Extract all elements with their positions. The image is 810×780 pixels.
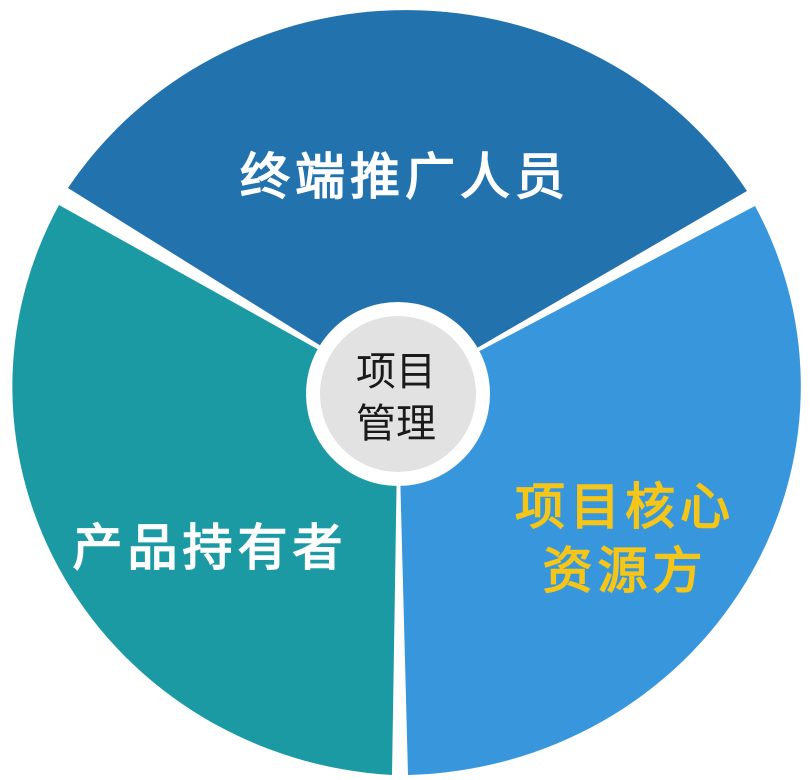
segment-left xyxy=(12,205,398,775)
segment-right xyxy=(398,206,801,775)
segment-left-label: 产品持有者 xyxy=(72,519,348,577)
hub-label: 项目 管理 xyxy=(318,320,474,476)
hub-circle xyxy=(320,316,476,472)
segment-top xyxy=(68,10,747,395)
hub-label-line2: 管理 xyxy=(356,401,436,447)
segment-right-label: 项目核心 资源方 xyxy=(480,475,770,603)
segment-right-label-line1: 项目核心 xyxy=(515,478,735,536)
segment-right-label-line2: 资源方 xyxy=(542,542,708,600)
segment-top-label: 终端推广人员 xyxy=(240,148,570,206)
hub-label-line1: 项目 xyxy=(356,349,436,395)
